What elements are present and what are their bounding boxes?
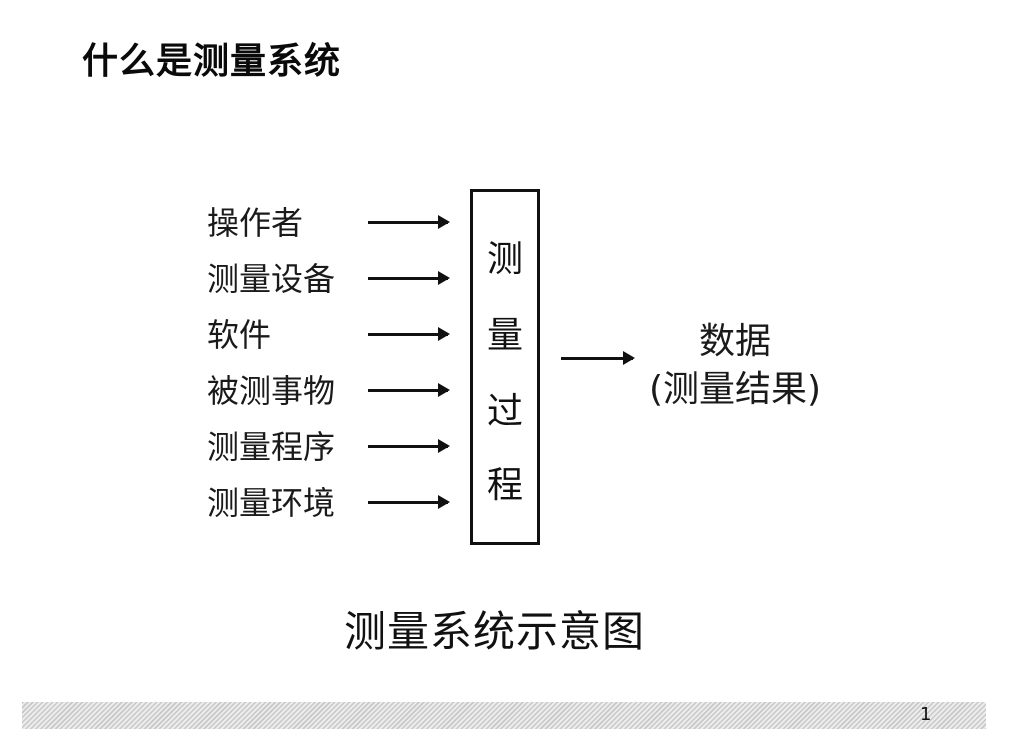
input-label-measured-object: 被测事物: [207, 372, 336, 410]
process-char: 程: [486, 465, 523, 506]
process-char: 测: [486, 239, 523, 280]
output-label-main: 数据: [698, 321, 771, 362]
output-label: 数据 (测量结果): [630, 318, 840, 414]
input-label-operator: 操作者: [207, 204, 304, 242]
footer-bar: [22, 702, 986, 729]
page-number: 1: [920, 704, 932, 725]
input-label-software: 软件: [207, 316, 272, 354]
arrow-right-icon: [368, 439, 450, 453]
arrow-right-icon: [368, 215, 450, 229]
process-char: 过: [486, 391, 523, 432]
input-label-environment: 测量环境: [207, 484, 336, 522]
diagram-caption: 测量系统示意图: [344, 607, 646, 656]
process-char: 量: [486, 315, 523, 356]
arrow-right-icon: [368, 495, 450, 509]
input-label-equipment: 测量设备: [207, 260, 336, 298]
output-arrow-icon: [561, 351, 635, 365]
arrow-right-icon: [368, 271, 450, 285]
input-label-procedure: 测量程序: [207, 428, 336, 466]
arrow-right-icon: [368, 383, 450, 397]
arrow-right-icon: [368, 327, 450, 341]
process-box: 测 量 过 程: [470, 189, 540, 545]
output-label-sub: (测量结果): [648, 369, 822, 410]
slide-title: 什么是测量系统: [82, 41, 342, 82]
